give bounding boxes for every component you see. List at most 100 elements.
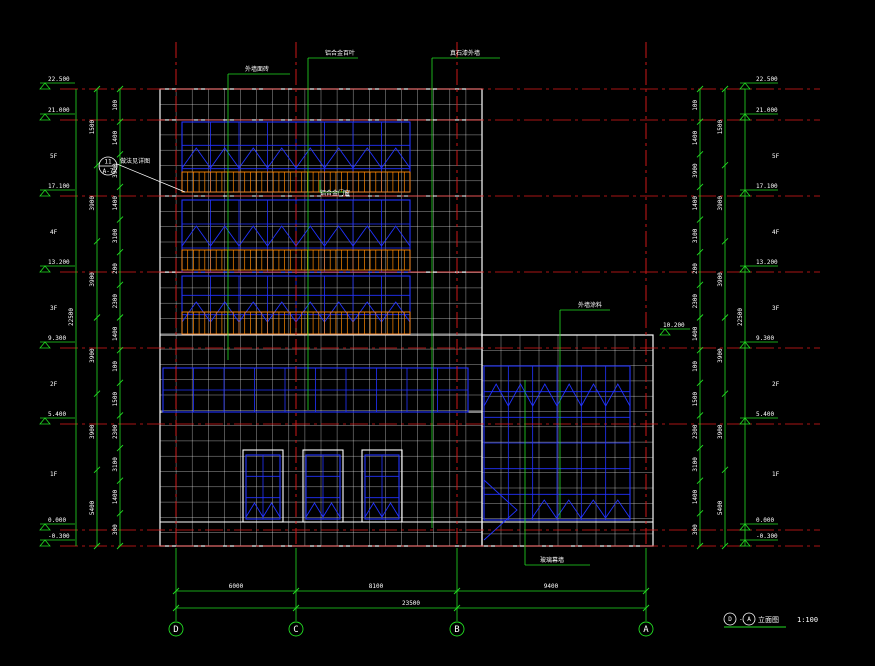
dim-text-inner: 1400 [692, 489, 699, 504]
dim-text-inner: 3100 [692, 457, 699, 472]
elev-text-right: 22.500 [756, 76, 778, 83]
dim-tick [453, 604, 461, 612]
elev-text-left: 13.200 [48, 259, 70, 266]
dim-tick [116, 216, 124, 223]
elev-marker-right [739, 82, 751, 90]
floor-label-right: 2F [772, 381, 780, 388]
floor-label-right: 3F [772, 305, 780, 312]
elev-text-left: 0.000 [48, 517, 66, 524]
dim-text-inner: 3100 [112, 228, 119, 243]
dim-tick [696, 183, 704, 191]
axis-label: B [454, 625, 459, 635]
dim-tick [93, 390, 101, 397]
dim-text-outer: 1500 [717, 119, 724, 134]
elev-text-left: -0.300 [48, 533, 70, 540]
axis-bubble [288, 621, 304, 637]
elev-marker-left [39, 539, 51, 547]
glass-chevron [181, 301, 411, 323]
floor-label-left: 2F [50, 381, 58, 388]
door-frame [242, 449, 284, 523]
callout-text: 外墙涂料 [578, 301, 602, 309]
floor-label-left: 4F [50, 229, 58, 236]
dim-text-inner: 2300 [692, 424, 699, 439]
glass-chevron [245, 502, 281, 518]
floor-lines [160, 119, 653, 523]
dim-text-outer: 5400 [89, 500, 96, 515]
dim-tick [116, 379, 124, 387]
glass-chevron [364, 502, 400, 518]
floor-label-right: 5F [772, 153, 780, 160]
elev-marker-left [39, 523, 51, 531]
elev-text-left: 21.000 [48, 107, 70, 114]
dim-tick [116, 183, 124, 191]
dim-text-outer: 3900 [717, 348, 724, 363]
detail-tag-leader [116, 163, 186, 193]
dim-text-outer: 1500 [89, 119, 96, 134]
floor-label-left: 5F [50, 153, 58, 160]
dim-tick [93, 466, 101, 474]
axis-bubble [638, 621, 654, 637]
dim-tick [116, 314, 124, 321]
dim-tick [696, 118, 704, 125]
dim-tick [696, 477, 704, 485]
dim-text-outer: 3900 [89, 348, 96, 363]
callout-text: 外墙面砖 [245, 65, 269, 73]
title-axis-to: A [747, 616, 751, 623]
floor-label-left: 3F [50, 305, 58, 312]
dim-tick [116, 510, 124, 517]
elev-text-mid: 10.200 [663, 322, 685, 329]
dim-text-inner: 300 [112, 524, 119, 535]
glass-chevron [305, 502, 341, 518]
dim-text-inner: 3900 [692, 163, 699, 178]
dimension-chains: 1500390039003900390054001001400390014003… [68, 85, 746, 550]
dim-tick [93, 161, 101, 169]
dim-tick [292, 587, 300, 595]
title-scale: 1:100 [797, 616, 818, 624]
elev-text-right: 13.200 [756, 259, 778, 266]
dim-text-outer: 3900 [89, 196, 96, 211]
floor-label-left: 1F [50, 471, 58, 478]
dim-text-outer: 3900 [89, 424, 96, 439]
dim-tick [172, 587, 180, 595]
dim-tick [116, 150, 124, 158]
dim-tick [172, 604, 180, 612]
dim-text-outer: 5400 [717, 500, 724, 515]
dim-tick [696, 150, 704, 158]
elev-marker-left [39, 82, 51, 90]
axis-label: A [643, 625, 649, 635]
dim-tick [696, 281, 704, 289]
elev-text-left: 17.100 [48, 183, 70, 190]
callout-text: 真石漆外墙 [450, 49, 480, 57]
dim-text-inner: 1400 [112, 326, 119, 341]
dim-text-inner: 1400 [112, 196, 119, 211]
elev-text-left: 9.300 [48, 335, 66, 342]
dim-tick [116, 542, 124, 550]
dim-text-inner: 3100 [112, 457, 119, 472]
elev-text-right: -0.300 [756, 533, 778, 540]
dim-tick [292, 604, 300, 612]
title-block: D - A 立面图 1:100 [723, 612, 818, 628]
dim-text-outer: 3900 [717, 272, 724, 287]
dim-tick [721, 314, 729, 321]
dim-text-inner: 2300 [112, 424, 119, 439]
dim-tick [453, 587, 461, 595]
dim-tick [642, 587, 650, 595]
level-lines: 22.500 21.000 5F 17.100 4F 13.200 3F 9.300 2F 5.4… [39, 76, 820, 547]
dim-tick [721, 238, 729, 245]
dim-tick [116, 281, 124, 289]
glass-door-swing [483, 479, 518, 541]
dim-text-inner: 1400 [692, 326, 699, 341]
elev-text-right: 5.400 [756, 411, 774, 418]
dim-tick [696, 216, 704, 223]
dim-tick [116, 248, 124, 256]
elev-marker-left [39, 189, 51, 197]
dim-tick [696, 379, 704, 387]
dim-tick [721, 85, 729, 93]
dim-tick [696, 444, 704, 452]
dim-text-inner: 1400 [112, 489, 119, 504]
dim-tick [93, 238, 101, 245]
glass-chevron [181, 225, 411, 247]
glass-chevron [531, 499, 631, 519]
